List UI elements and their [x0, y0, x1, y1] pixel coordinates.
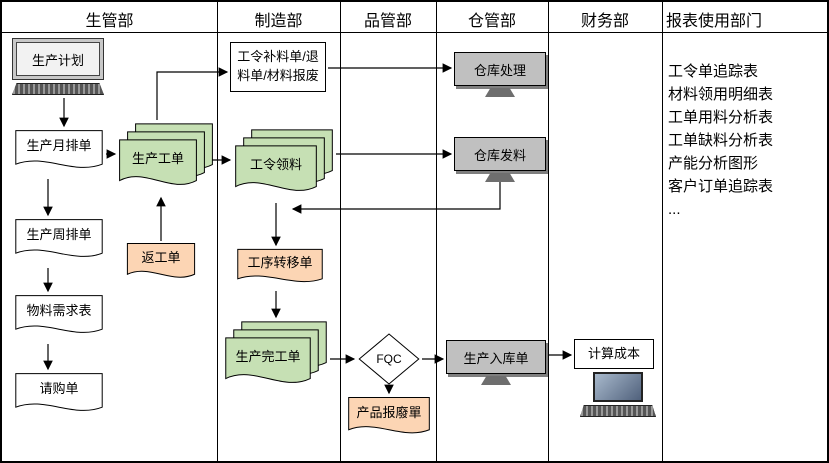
- lane-divider: [340, 2, 341, 461]
- work-order-stack: 生产工单: [118, 122, 214, 196]
- supplement-return-scrap-box: 工令补料单/退料单/材料报废: [230, 42, 326, 92]
- lane-divider: [436, 2, 437, 461]
- product-scrap-label: 产品报廢單: [356, 404, 422, 420]
- lane-header-finance: 财务部: [580, 13, 629, 30]
- material-request-doc: 物料需求表: [14, 294, 104, 342]
- lane-header-production-control: 生管部: [85, 13, 134, 30]
- rework-order-label: 返工单: [141, 250, 181, 266]
- stockin-order-label: 生产入库单: [463, 350, 529, 366]
- report-item: ...: [668, 201, 681, 218]
- monthly-schedule-doc: 生产月排单: [14, 129, 104, 177]
- weekly-schedule-doc: 生产周排单: [14, 218, 104, 266]
- fqc-label: FQC: [376, 352, 402, 366]
- lane-divider: [217, 2, 218, 461]
- product-scrap-doc: 产品报廢單: [347, 396, 431, 442]
- production-plan-computer: 生产计划: [12, 38, 104, 96]
- order-picking-stack: 工令领料: [234, 128, 334, 202]
- fqc-decision: FQC: [358, 333, 420, 385]
- monitor-icon: 生产计划: [12, 38, 104, 80]
- material-request-label: 物料需求表: [26, 303, 92, 319]
- completion-order-label: 生产完工单: [235, 349, 301, 365]
- report-item: 客户订单追踪表: [668, 178, 774, 195]
- weekly-schedule-label: 生产周排单: [26, 227, 92, 243]
- production-plan-label: 生产计划: [16, 42, 100, 76]
- lane-divider: [548, 2, 549, 461]
- lane-divider: [662, 2, 663, 461]
- process-transfer-doc: 工序转移单: [236, 248, 324, 290]
- report-item: 材料领用明细表: [668, 86, 774, 103]
- warehouse-issue-label: 仓库发料: [473, 147, 526, 163]
- supplement-return-scrap-label: 工令补料单/退料单/材料报废: [237, 49, 319, 83]
- lane-header-warehouse: 仓管部: [467, 13, 516, 30]
- keyboard-icon: [12, 83, 104, 95]
- cost-calc-label: 计算成本: [587, 345, 640, 361]
- warehouse-process-box: 仓库处理: [454, 52, 546, 97]
- stand-icon: [481, 376, 511, 385]
- stand-icon: [485, 88, 515, 97]
- reports-list: 工令单追踪表 材料领用明细表 工单用料分析表 工单缺料分析表 产能分析图形 客户…: [668, 60, 773, 221]
- lane-header-report-users: 报表使用部门: [666, 13, 763, 30]
- process-transfer-label: 工序转移单: [247, 255, 313, 271]
- lane-header-quality: 品管部: [363, 13, 412, 30]
- report-item: 工令单追踪表: [668, 63, 759, 80]
- completion-order-stack: 生产完工单: [224, 320, 328, 394]
- keyboard-icon: [580, 405, 656, 417]
- warehouse-issue-box: 仓库发料: [454, 137, 546, 182]
- cost-calc-box: 计算成本: [574, 339, 654, 369]
- report-item: 产能分析图形: [668, 155, 759, 172]
- report-item: 工单用料分析表: [668, 109, 774, 126]
- purchase-request-doc: 请购单: [14, 372, 104, 420]
- report-item: 工单缺料分析表: [668, 132, 774, 149]
- order-picking-label: 工令领料: [249, 157, 302, 173]
- stand-icon: [485, 173, 515, 182]
- monthly-schedule-label: 生产月排单: [26, 138, 92, 154]
- work-order-label: 生产工单: [131, 151, 184, 167]
- rework-order-doc: 返工单: [126, 242, 196, 286]
- purchase-request-label: 请购单: [39, 381, 79, 397]
- finance-computer: [580, 372, 656, 420]
- lane-header-manufacturing: 制造部: [254, 13, 303, 30]
- monitor-icon: [593, 372, 643, 402]
- header-divider: [2, 32, 827, 33]
- warehouse-process-label: 仓库处理: [473, 62, 526, 78]
- stockin-order-box: 生产入库单: [446, 340, 546, 385]
